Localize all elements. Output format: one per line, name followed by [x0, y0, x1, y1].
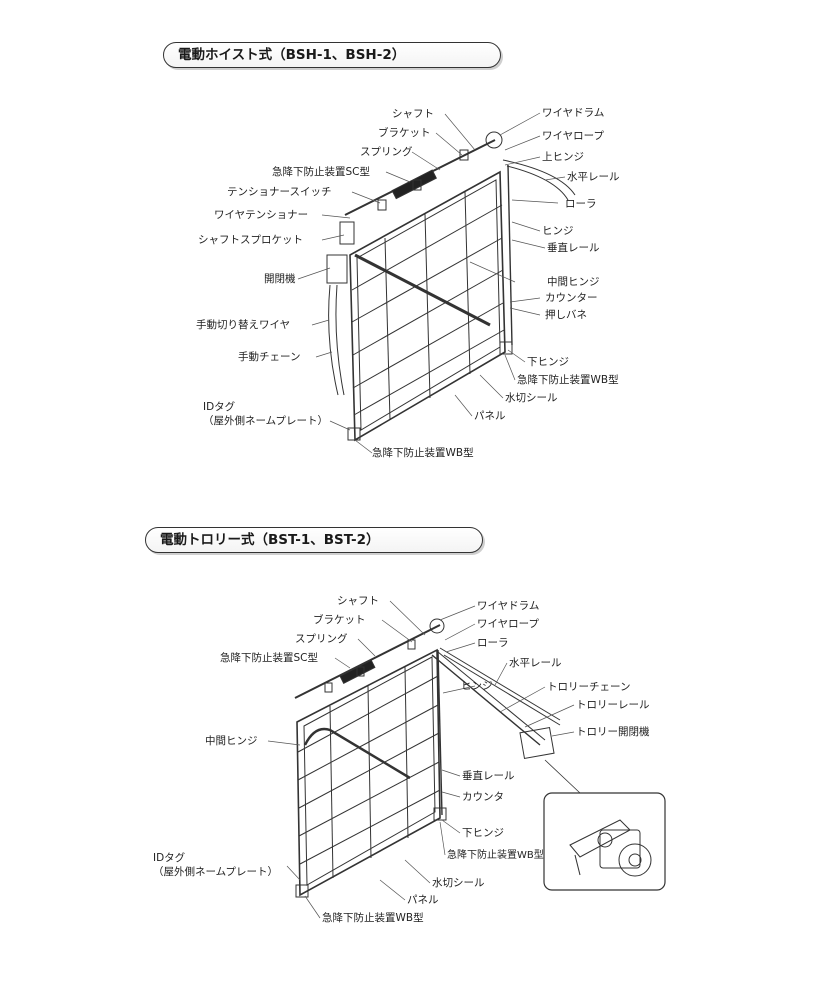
label-trolley-wb-right: 急降下防止装置WB型 [447, 850, 544, 861]
label-trolley-roller: ローラ [477, 637, 509, 649]
label-id-tag: IDタグ [203, 401, 236, 413]
label-trolley-vertical-rail: 垂直レール [462, 770, 515, 782]
label-tensioner-switch: テンショナースイッチ [227, 186, 332, 198]
label-trolley-shaft: シャフト [337, 595, 379, 607]
label-wire-tensioner: ワイヤテンショナー [214, 209, 309, 221]
label-counter: カウンター [545, 292, 598, 304]
label-trolley-water-seal: 水切シール [432, 877, 485, 889]
label-trolley-wb-bottom: 急降下防止装置WB型 [322, 912, 424, 924]
label-spring: スプリング [360, 146, 413, 158]
label-hinge: ヒンジ [542, 225, 574, 237]
section-title-hoist: 電動ホイスト式（BSH-1、BSH-2） [163, 42, 501, 68]
label-bracket: ブラケット [378, 127, 431, 139]
label-trolley-bracket: ブラケット [313, 614, 366, 626]
label-trolley-panel: パネル [407, 894, 439, 906]
label-id-tag-sub: （屋外側ネームプレート） [203, 415, 329, 427]
label-top-hinge: 上ヒンジ [542, 151, 584, 163]
label-trolley-sc-device: 急降下防止装置SC型 [220, 652, 318, 664]
label-roller: ローラ [565, 198, 597, 210]
label-trolley-rail: トロリーレール [576, 699, 650, 711]
label-middle-hinge: 中間ヒンジ [547, 276, 600, 288]
label-trolley-chain: トロリーチェーン [547, 681, 631, 693]
label-trolley-bottom-hinge: 下ヒンジ [462, 827, 504, 839]
label-wb-right: 急降下防止装置WB型 [517, 374, 619, 386]
label-trolley-id-tag-sub: （屋外側ネームプレート） [153, 866, 279, 878]
label-trolley-spring: スプリング [295, 633, 348, 645]
label-wb-bottom: 急降下防止装置WB型 [372, 447, 474, 459]
label-bottom-hinge: 下ヒンジ [527, 356, 569, 368]
label-shaft: シャフト [392, 108, 434, 120]
label-trolley-wire-rope: ワイヤロープ [477, 618, 540, 630]
label-shaft-sprocket: シャフトスプロケット [198, 234, 303, 246]
section-title-trolley: 電動トロリー式（BST-1、BST-2） [145, 527, 483, 553]
label-wire-drum: ワイヤドラム [542, 107, 605, 119]
label-trolley-middle-hinge: 中間ヒンジ [205, 735, 258, 747]
label-trolley-counter: カウンタ [462, 791, 504, 803]
label-trolley-wire-drum: ワイヤドラム [477, 600, 540, 612]
label-trolley-opener: トロリー開閉機 [576, 726, 650, 738]
label-push-spring: 押しバネ [545, 309, 587, 321]
label-manual-chain: 手動チェーン [238, 351, 301, 363]
label-water-seal: 水切シール [505, 392, 558, 404]
label-vertical-rail: 垂直レール [547, 242, 600, 254]
label-sc-device: 急降下防止装置SC型 [272, 166, 370, 178]
label-horizontal-rail: 水平レール [567, 171, 620, 183]
label-trolley-id-tag: IDタグ [153, 852, 186, 864]
label-trolley-horizontal-rail: 水平レール [509, 657, 562, 669]
label-panel: パネル [474, 410, 506, 422]
label-opener: 開閉機 [264, 273, 296, 285]
label-manual-wire: 手動切り替えワイヤ [196, 319, 291, 331]
label-wire-rope: ワイヤロープ [542, 130, 605, 142]
label-trolley-hinge: ヒンジ [461, 680, 493, 692]
